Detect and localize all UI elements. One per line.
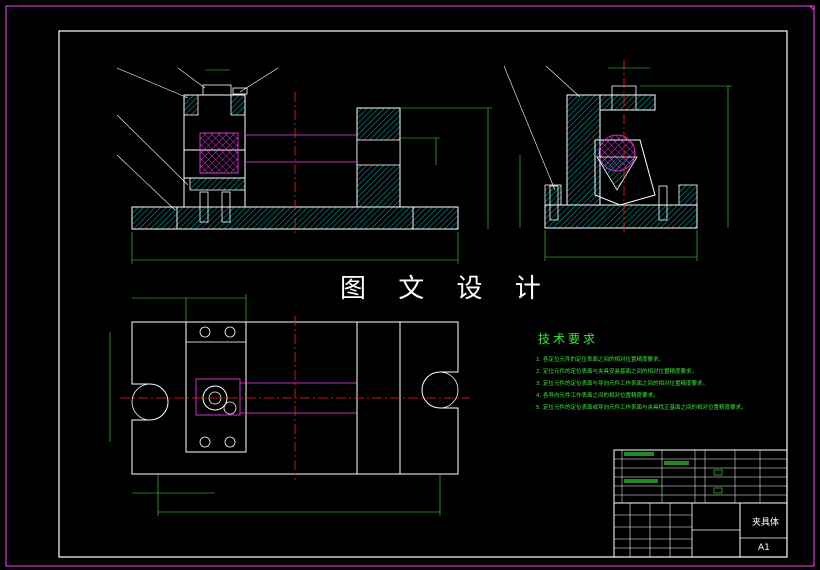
technical-requirement-item: 2. 定位元件的定位表面与夹具安装基面之间的相对位置精度要求。 bbox=[536, 369, 697, 375]
technical-requirements-title: 技术要求 bbox=[538, 332, 599, 346]
side-view bbox=[503, 60, 732, 261]
title-block-sheet-size: A1 bbox=[758, 543, 770, 553]
sheet-border bbox=[5, 5, 815, 567]
drawing-frame bbox=[58, 30, 788, 558]
title-block bbox=[613, 449, 788, 558]
front-view bbox=[116, 67, 492, 264]
title-block-part-name: 夹具体 bbox=[752, 518, 780, 528]
technical-requirement-item: 5. 定位元件的定位表面或导向元件工作表面与夹具找正基面之间的相对位置精度要求。 bbox=[536, 405, 747, 411]
technical-requirement-item: 4. 各导向元件工作表面之间的相对位置精度要求。 bbox=[536, 393, 659, 399]
watermark-text: 图 文 设 计 bbox=[340, 274, 553, 304]
technical-requirement-item: 3. 定位元件的定位表面与导向元件工作表面之间的相对位置精度要求。 bbox=[536, 381, 708, 387]
technical-requirement-item: 1. 各定位元件的定位表面之间的相对位置精度要求。 bbox=[536, 357, 664, 363]
technical-requirements-list: 1. 各定位元件的定位表面之间的相对位置精度要求。 2. 定位元件的定位表面与夹… bbox=[536, 354, 747, 414]
top-view bbox=[109, 294, 470, 516]
